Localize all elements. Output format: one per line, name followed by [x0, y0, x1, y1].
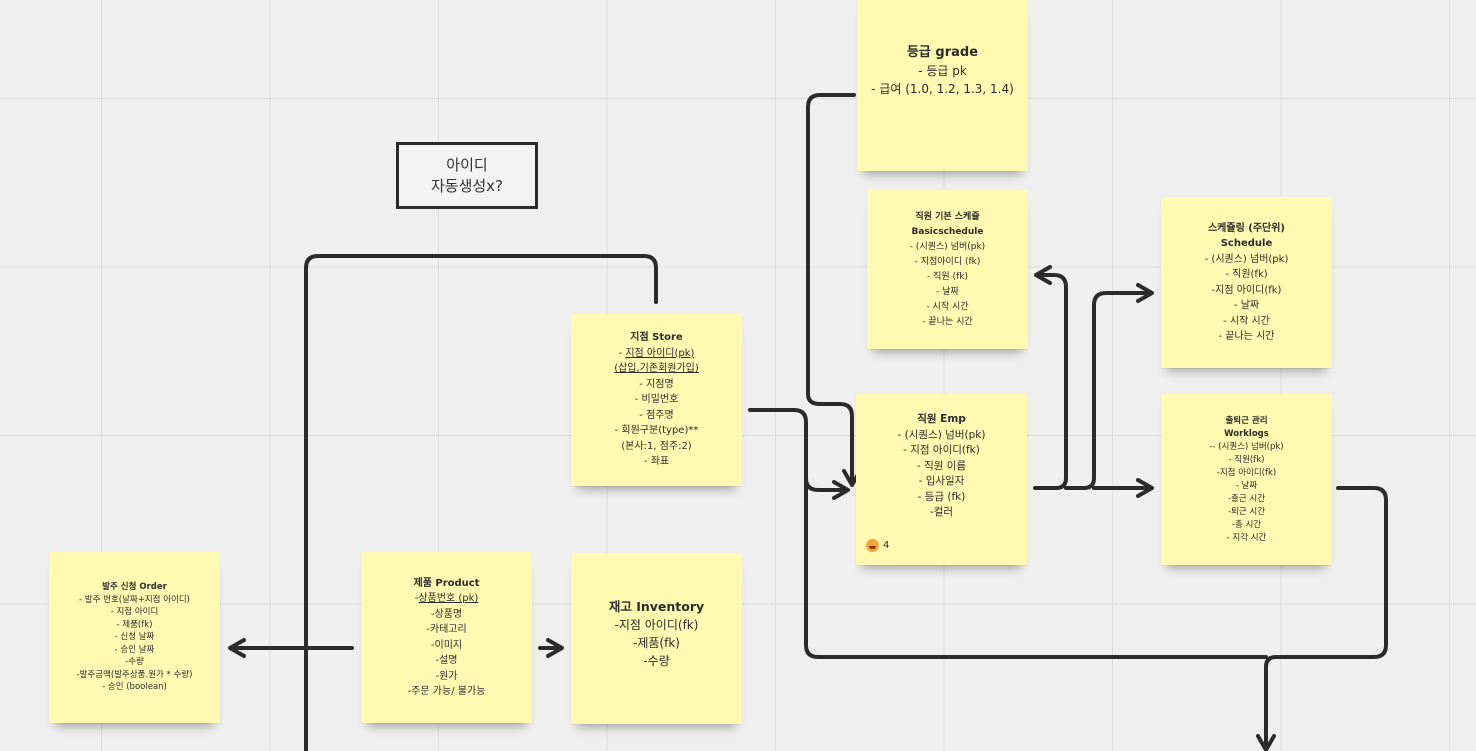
worklogs-line: -퇴근 시간	[1227, 506, 1266, 517]
inventory-line: -수량	[643, 654, 670, 668]
order-line: - 지점 아이디	[110, 607, 159, 618]
sticky-note-store[interactable]: 지점 Store - 지점 아이디(pk) (삽입,기존회원가입) - 지점명 …	[571, 314, 742, 486]
textbox-line2: 자동생성x?	[430, 176, 504, 195]
product-line: -카테고리	[426, 624, 467, 635]
product-line: -원가	[435, 670, 458, 682]
order-line: - 승인 날짜	[114, 644, 155, 655]
schedule-line: - 날짜	[1233, 300, 1260, 311]
order-line: - 발주 번호(날짜+지점 아이디)	[79, 594, 190, 605]
worklogs-line: -지점 아이디(fk)	[1216, 467, 1277, 478]
sticky-note-product[interactable]: 제품 Product -상품번호 (pk) -상품명 -카테고리 -이미지 -설…	[361, 552, 532, 723]
order-line: -수량	[125, 657, 144, 668]
schedule-subtitle: Schedule	[1220, 238, 1273, 249]
emp-line: - 입사일자	[918, 475, 965, 487]
worklogs-line: -- (시퀀스) 넘버(pk)	[1209, 441, 1284, 452]
store-line-pk: - 지점 아이디(pk)	[619, 346, 695, 362]
sticky-note-schedule[interactable]: 스케쥴링 (주단위) Schedule - (시퀀스) 넘버(pk) - 직원(…	[1161, 197, 1332, 368]
sticky-note-worklogs[interactable]: 출퇴근 관리 Worklogs -- (시퀀스) 넘버(pk) - 직원(fk)…	[1161, 394, 1332, 565]
connector-emp-schedule[interactable]	[1064, 283, 1154, 490]
grade-title: 등급 grade	[906, 45, 979, 60]
sticky-note-emp[interactable]: 직원 Emp - (시퀀스) 넘버(pk) - 지점 아이디(fk) - 직원 …	[856, 394, 1027, 565]
connector-store-emp[interactable]	[748, 408, 850, 500]
store-line: - 비밀번호	[634, 394, 679, 406]
inventory-line: -제품(fk)	[633, 636, 680, 650]
order-line: - 신청 날짜	[114, 632, 155, 643]
emp-line: - (시퀀스) 넘버(pk)	[897, 428, 986, 441]
store-line: - 점주명	[639, 409, 674, 421]
worklogs-title: 출퇴근 관리	[1225, 415, 1268, 426]
connector-emp-basicschedule[interactable]	[1033, 265, 1068, 490]
schedule-line: - 시작 시간	[1223, 315, 1270, 327]
schedule-line: - 끝나는 시간	[1218, 331, 1275, 342]
store-title: 지점 Store	[630, 332, 683, 344]
basicschedule-line: - 끝나는 시간	[922, 316, 973, 327]
order-line: - 제품(fk)	[116, 619, 153, 630]
schedule-line: -지점 아이디(fk)	[1211, 284, 1282, 296]
basicschedule-line: - (시퀀스) 넘버(pk)	[909, 241, 986, 252]
emp-line: - 등급 (fk)	[917, 490, 966, 503]
product-line: -주문 가능/ 불가능	[407, 686, 486, 697]
emp-title: 직원 Emp	[917, 413, 966, 425]
textbox-line1: 아이디	[446, 155, 488, 174]
order-title: 발주 신청 Order	[102, 582, 167, 593]
worklogs-subtitle: Worklogs	[1224, 428, 1269, 439]
worklogs-line: - 직원(fk)	[1228, 454, 1265, 465]
product-line: -설명	[435, 655, 458, 666]
schedule-title: 스케쥴링 (주단위)	[1207, 222, 1286, 234]
worklogs-line: - 지각 시간	[1226, 532, 1267, 543]
order-line: -발주금액(발주상품.원가 * 수량)	[76, 669, 193, 680]
inventory-line: -지점 아이디(fk)	[614, 618, 699, 632]
sticky-note-order[interactable]: 발주 신청 Order - 발주 번호(날짜+지점 아이디) - 지점 아이디 …	[49, 552, 220, 723]
sticky-note-basicschedule[interactable]: 직원 기본 스케쥴 Basicschedule - (시퀀스) 넘버(pk) -…	[867, 190, 1028, 349]
store-line: (본사:1, 점주:2)	[621, 440, 692, 452]
store-line: - 회원구분(type)**	[614, 425, 699, 437]
reaction-count: 4	[883, 539, 890, 551]
product-title: 제품 Product	[413, 577, 480, 589]
product-line-pk: -상품번호 (pk)	[415, 591, 479, 607]
emoji-face-icon	[866, 538, 879, 552]
order-line: - 승인 (boolean)	[102, 682, 167, 693]
store-pk-underlined: 지점 아이디(pk)	[625, 347, 695, 359]
inventory-title: 재고 Inventory	[608, 599, 705, 614]
sticky-note-grade[interactable]: 등급 grade - 등급 pk - 급여 (1.0, 1.2, 1.3, 1.…	[857, 0, 1028, 171]
schedule-line: - (시퀀스) 넘버(pk)	[1204, 253, 1289, 265]
store-line-prefix: -	[618, 347, 626, 359]
worklogs-line: - 날짜	[1235, 480, 1258, 491]
store-line: - 좌표	[643, 456, 670, 468]
connector-grade-emp[interactable]	[806, 93, 862, 487]
product-pk-underlined: 상품번호 (pk)	[418, 593, 479, 604]
sticky-note-inventory[interactable]: 재고 Inventory -지점 아이디(fk) -제품(fk) -수량	[571, 553, 742, 724]
basicschedule-line: - 직원 (fk)	[927, 271, 968, 282]
worklogs-line: -총 시간	[1231, 519, 1262, 530]
emp-line: -컬러	[929, 506, 954, 518]
grade-line: - 등급 pk	[918, 64, 967, 78]
store-line-underlined: (삽입,기존회원가입)	[614, 363, 699, 375]
product-line: -이미지	[430, 639, 463, 651]
grade-line: - 급여 (1.0, 1.2, 1.3, 1.4)	[871, 82, 1014, 96]
store-line: - 지점명	[639, 378, 674, 390]
product-line: -상품명	[430, 608, 463, 620]
basicschedule-line: - 지점아이디 (fk)	[914, 256, 981, 267]
emp-line: - 지점 아이디(fk)	[903, 444, 980, 456]
basicschedule-subtitle: Basicschedule	[911, 226, 984, 237]
schedule-line: - 직원(fk)	[1225, 269, 1268, 280]
basicschedule-title: 직원 기본 스케쥴	[915, 211, 980, 222]
worklogs-line: -출근 시간	[1227, 493, 1266, 504]
emp-line: - 직원 이름	[916, 459, 967, 472]
product-line-prefix: -	[414, 593, 419, 604]
basicschedule-line: - 날짜	[936, 286, 959, 297]
emoji-reaction[interactable]: 4	[866, 538, 889, 554]
auto-id-question-box[interactable]: 아이디 자동생성x?	[396, 142, 538, 209]
basicschedule-line: - 시작 시간	[926, 301, 969, 312]
